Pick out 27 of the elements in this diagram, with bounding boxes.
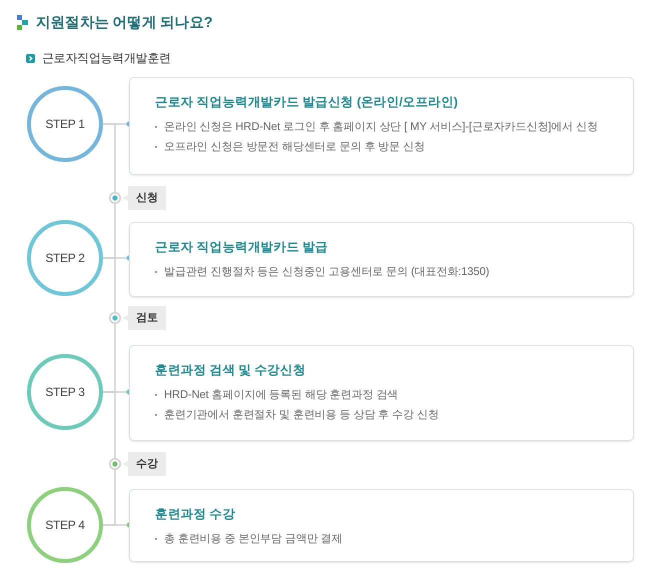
step-card xyxy=(129,345,634,441)
step-circle: STEP 2 xyxy=(27,220,103,296)
title-heading: 지원절차는 어떻게 되나요? xyxy=(36,14,212,33)
connector-line xyxy=(103,522,132,528)
step-heading: 훈련과정 검색 및 수강신청 xyxy=(155,362,307,379)
step-circle: STEP 1 xyxy=(27,86,103,162)
bullet-text: 온라인 신청은 HRD-Net 로그인 후 홈페이지 상단 [ MY 서비스]-[근로자카드신청]에서 신청 xyxy=(155,117,627,137)
bullet-text: 총 훈련비용 중 본인부담 금액만 결제 xyxy=(155,529,627,549)
connector-line xyxy=(103,123,116,259)
edge-label: 수강 xyxy=(122,452,166,476)
edge-label: 검토 xyxy=(122,306,166,330)
bullet-text: 발급관련 진행절차 등은 신청중인 고용센터로 문의 (대표전화:1350) xyxy=(155,262,627,282)
bullet-text: HRD-Net 홈페이지에 등록된 해당 훈련과정 검색 xyxy=(155,385,627,405)
step-circle: STEP 3 xyxy=(27,354,103,430)
step-heading: 훈련과정 수강 xyxy=(155,506,236,523)
bullet-text: 훈련기관에서 훈련절차 및 훈련비용 등 상담 후 수강 신청 xyxy=(155,405,627,425)
step-heading: 근로자 직업능력개발카드 발급신청 (온라인/오프라인) xyxy=(155,94,459,111)
bullet-text: 오프라인 신청은 방문전 해당센터로 문의 후 방문 신청 xyxy=(155,137,627,157)
step-heading: 근로자 직업능력개발카드 발급 xyxy=(155,239,329,256)
section-heading: 근로자직업능력개발훈련 xyxy=(42,50,171,67)
connector-line xyxy=(103,391,116,526)
edge-label: 신청 xyxy=(122,186,166,210)
step-circle: STEP 4 xyxy=(27,487,103,563)
step-card xyxy=(129,77,634,175)
step-card xyxy=(129,489,634,562)
connector-line xyxy=(103,257,116,393)
step-card xyxy=(129,222,634,297)
